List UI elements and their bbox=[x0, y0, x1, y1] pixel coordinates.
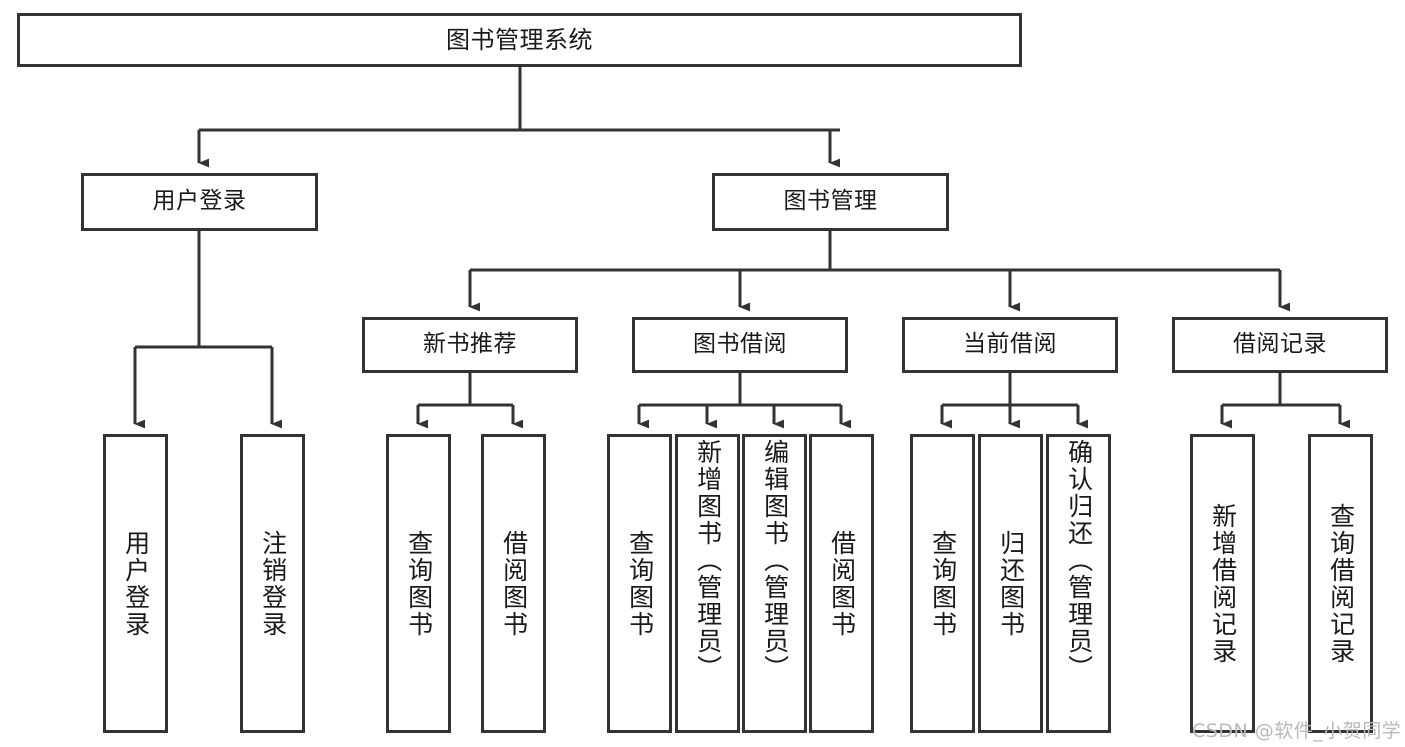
node-leaf-borrow-book-2[interactable]: 借阅图书 bbox=[809, 434, 874, 733]
node-leaf-confirm-return[interactable]: 确认归还（管理员） bbox=[1046, 434, 1111, 733]
node-new-book-recommend-label: 新书推荐 bbox=[423, 331, 517, 358]
node-book-management-label: 图书管理 bbox=[783, 188, 878, 215]
node-root-label: 图书管理系统 bbox=[446, 25, 593, 54]
node-leaf-query-book-3-label: 查询图书 bbox=[928, 529, 958, 638]
node-leaf-user-login[interactable]: 用户登录 bbox=[103, 434, 168, 733]
node-leaf-user-logout[interactable]: 注销登录 bbox=[240, 434, 305, 733]
node-leaf-borrow-book-1-label: 借阅图书 bbox=[499, 529, 529, 638]
node-leaf-add-book-label: 新增图书（管理员） bbox=[693, 439, 723, 682]
node-leaf-edit-book-label: 编辑图书（管理员） bbox=[760, 439, 790, 682]
node-leaf-edit-book[interactable]: 编辑图书（管理员） bbox=[742, 434, 807, 733]
node-leaf-add-book[interactable]: 新增图书（管理员） bbox=[675, 434, 740, 733]
node-leaf-query-book-1-label: 查询图书 bbox=[404, 529, 434, 638]
node-leaf-query-record-label: 查询借阅记录 bbox=[1326, 502, 1356, 665]
node-leaf-add-record-label: 新增借阅记录 bbox=[1208, 502, 1238, 665]
node-book-borrow-label: 图书借阅 bbox=[693, 331, 787, 358]
node-leaf-query-book-2[interactable]: 查询图书 bbox=[607, 434, 672, 733]
node-new-book-recommend[interactable]: 新书推荐 bbox=[362, 317, 578, 373]
node-leaf-return-book[interactable]: 归还图书 bbox=[978, 434, 1043, 733]
node-leaf-return-book-label: 归还图书 bbox=[996, 529, 1026, 638]
csdn-watermark: CSDN @软件_小贺同学 bbox=[1192, 720, 1402, 742]
node-leaf-query-record[interactable]: 查询借阅记录 bbox=[1308, 434, 1373, 733]
node-user-login[interactable]: 用户登录 bbox=[81, 173, 318, 231]
node-leaf-query-book-1[interactable]: 查询图书 bbox=[386, 434, 451, 733]
node-leaf-user-login-label: 用户登录 bbox=[121, 529, 151, 638]
node-book-borrow[interactable]: 图书借阅 bbox=[632, 317, 848, 373]
node-leaf-borrow-book-2-label: 借阅图书 bbox=[827, 529, 857, 638]
node-leaf-query-book-3[interactable]: 查询图书 bbox=[910, 434, 975, 733]
node-borrow-record-label: 借阅记录 bbox=[1233, 331, 1327, 358]
node-leaf-confirm-return-label: 确认归还（管理员） bbox=[1064, 439, 1094, 682]
node-leaf-user-logout-label: 注销登录 bbox=[258, 529, 288, 638]
node-current-borrow-label: 当前借阅 bbox=[963, 331, 1057, 358]
node-leaf-add-record[interactable]: 新增借阅记录 bbox=[1190, 434, 1255, 733]
node-current-borrow[interactable]: 当前借阅 bbox=[902, 317, 1118, 373]
node-leaf-borrow-book-1[interactable]: 借阅图书 bbox=[481, 434, 546, 733]
node-user-login-label: 用户登录 bbox=[152, 188, 247, 215]
node-leaf-query-book-2-label: 查询图书 bbox=[625, 529, 655, 638]
node-root[interactable]: 图书管理系统 bbox=[17, 13, 1022, 67]
node-book-management[interactable]: 图书管理 bbox=[712, 173, 949, 231]
node-borrow-record[interactable]: 借阅记录 bbox=[1172, 317, 1388, 373]
